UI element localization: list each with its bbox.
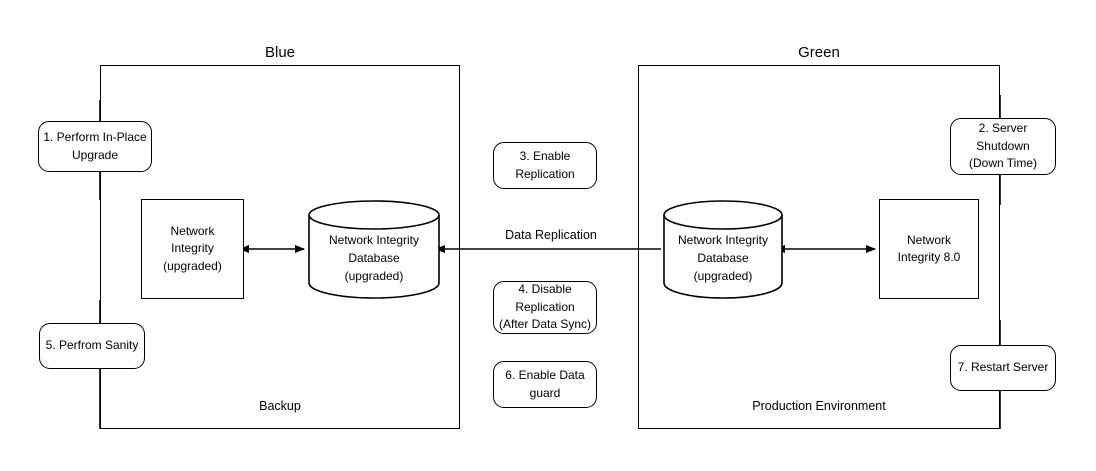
node-green-db-line-2: Database (697, 251, 749, 265)
zone-container-blue (100, 65, 460, 429)
step-box-7-restart-server[interactable]: 7. Restart Server (950, 345, 1056, 391)
step3-line-1: 3. Enable (519, 149, 571, 164)
zone-container-green (638, 65, 1000, 429)
node-blue-db-line-2: Database (348, 251, 400, 265)
edge-label-data-replication: Data Replication (492, 228, 610, 242)
node-blue-app-line-3: (upgraded) (163, 258, 222, 273)
node-blue-db-line-3: (upgraded) (344, 269, 404, 283)
node-blue-app-line-2: Integrity (171, 241, 214, 256)
step4-line-1: 4. Disable (518, 282, 572, 297)
step-box-4-disable-replication[interactable]: 4. Disable Replication (After Data Sync) (493, 281, 597, 334)
step4-line-2: Replication (515, 299, 575, 314)
step3-line-2: Replication (515, 166, 575, 181)
zone-title-green: Green (798, 44, 840, 61)
node-blue-db-line-1: Network Integrity (328, 233, 420, 247)
zone-title-blue: Blue (264, 44, 296, 61)
step1-line-1: 1. Perform In-Place (43, 130, 147, 145)
node-green-db-line-1: Network Integrity (677, 233, 769, 247)
zone-footer-blue: Backup (259, 399, 301, 413)
step7-line-1: 7. Restart Server (957, 360, 1049, 375)
step-box-6-enable-data-guard[interactable]: 6. Enable Data guard (493, 361, 597, 408)
step6-line-2: guard (529, 385, 561, 400)
step2-line-1: 2. Server (978, 121, 1028, 136)
step1-line-2: Upgrade (71, 147, 119, 162)
step-box-1-perform-in-place-upgrade[interactable]: 1. Perform In-Place Upgrade (38, 121, 152, 172)
step6-line-1: 6. Enable Data (505, 368, 585, 383)
node-green-app-line-2: Integrity 8.0 (897, 250, 961, 264)
node-blue-database: Network Integrity Database (upgraded) (308, 200, 440, 299)
cylinder-shape-blue (308, 200, 440, 299)
node-green-app-line-1: Network (906, 232, 951, 247)
step-box-3-enable-replication[interactable]: 3. Enable Replication (493, 142, 597, 189)
zone-footer-green: Production Environment (752, 399, 886, 413)
node-green-database: Network Integrity Database (upgraded) (663, 200, 783, 299)
step4-line-3: (After Data Sync) (498, 317, 592, 332)
node-blue-app-line-1: Network (170, 223, 215, 238)
step5-line-1: 5. Perfrom Sanity (45, 338, 139, 353)
step2-line-2: Shutdown (976, 138, 1030, 153)
step-box-5-perform-sanity[interactable]: 5. Perfrom Sanity (39, 323, 145, 369)
node-green-db-line-3: (upgraded) (693, 269, 753, 283)
node-green-network-integrity-80: Network Integrity 8.0 (879, 199, 979, 299)
step2-line-3: (Down Time) (968, 156, 1037, 171)
cylinder-shape-green (663, 200, 783, 299)
step-box-2-server-shutdown[interactable]: 2. Server Shutdown (Down Time) (950, 118, 1056, 175)
node-blue-network-integrity: Network Integrity (upgraded) (141, 199, 244, 299)
